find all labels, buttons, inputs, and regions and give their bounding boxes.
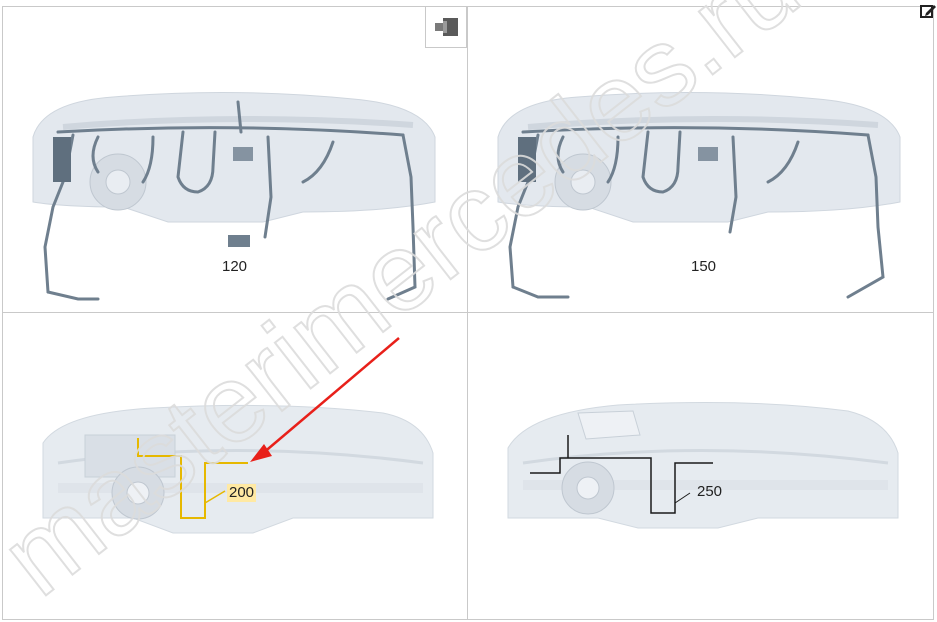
connector-plug-icon bbox=[435, 18, 458, 36]
figure-panel-250: 250 bbox=[468, 313, 933, 619]
callout-label: 250 bbox=[697, 483, 723, 500]
grid-divider-vertical bbox=[467, 6, 468, 620]
figure-panel-150: 150 bbox=[468, 7, 933, 312]
figure-panel-120: 120 bbox=[3, 7, 467, 312]
dashboard-wiring-illustration bbox=[497, 91, 901, 299]
callout-label-highlighted: 200 bbox=[227, 484, 257, 502]
callout-label: 120 bbox=[222, 258, 248, 275]
figure-panel-200: 200 bbox=[3, 313, 467, 619]
dashboard-wiring-illustration bbox=[32, 91, 436, 301]
pencil-edit-icon[interactable] bbox=[919, 2, 937, 20]
diagram-grid bbox=[2, 6, 934, 620]
dashboard-outline-illustration bbox=[507, 402, 899, 529]
callout-label: 150 bbox=[691, 258, 717, 275]
grid-divider-horizontal bbox=[2, 312, 934, 313]
view-toggle-button[interactable] bbox=[425, 6, 467, 48]
dashboard-outline-illustration bbox=[42, 404, 434, 534]
